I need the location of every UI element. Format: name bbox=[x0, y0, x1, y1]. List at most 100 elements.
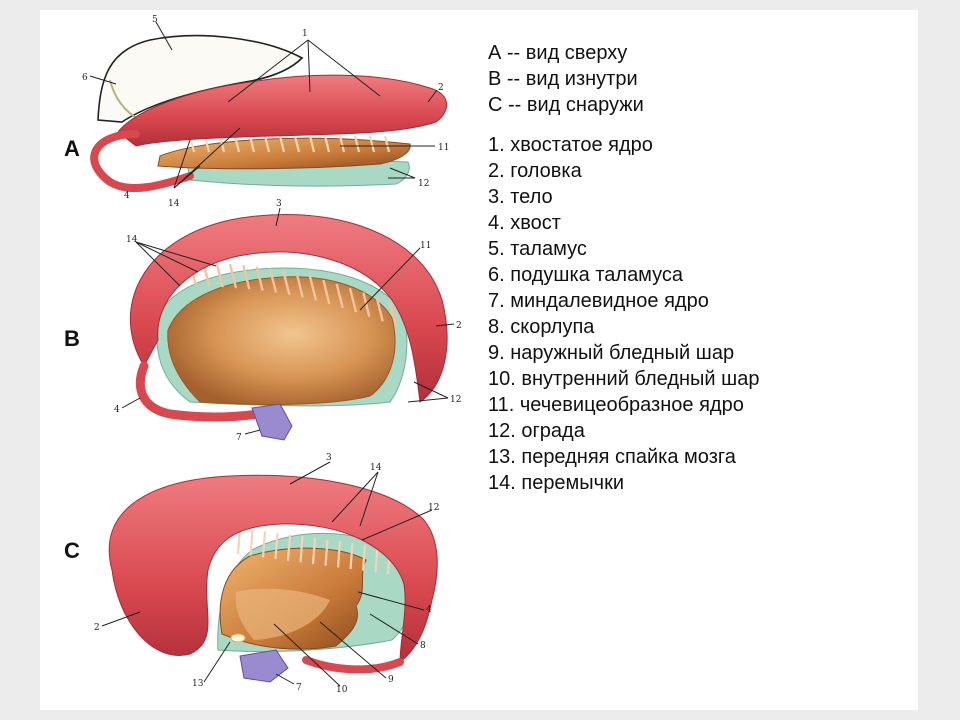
callout-b-2: 2 bbox=[456, 321, 462, 331]
callout-a-5: 5 bbox=[152, 15, 158, 25]
callout-c-8: 8 bbox=[420, 641, 426, 651]
structure-item: 5. таламус bbox=[488, 238, 587, 260]
bridge-strand bbox=[249, 529, 254, 556]
callout-c-14: 14 bbox=[370, 463, 382, 473]
legend: А -- вид сверху В -- вид изнутри С -- ви… bbox=[488, 40, 908, 496]
bridge-strand bbox=[336, 541, 342, 568]
callout-a-6: 6 bbox=[82, 73, 88, 83]
bridge-strand bbox=[311, 537, 317, 565]
callout-a-2: 2 bbox=[438, 83, 444, 93]
caudate-tail-c bbox=[302, 656, 404, 674]
callout-a-12: 12 bbox=[418, 179, 429, 189]
lentiform-b bbox=[167, 276, 396, 405]
callout-a-1: 1 bbox=[302, 29, 308, 39]
view-caption-b: В -- вид изнутри bbox=[488, 68, 638, 90]
callout-c-13: 13 bbox=[192, 679, 204, 689]
bridge-strand bbox=[278, 135, 286, 153]
legend-gap bbox=[488, 118, 908, 132]
bridge-strand bbox=[362, 292, 371, 317]
structure-list: 1. хвостатое ядро 2. головка 3. тело 4. хво… bbox=[488, 132, 908, 496]
bridge-strand bbox=[353, 135, 361, 153]
bridge-strand bbox=[228, 263, 238, 289]
bridge-strand bbox=[268, 268, 278, 293]
callout-c-9: 9 bbox=[388, 675, 394, 685]
caudate-c bbox=[108, 474, 438, 664]
pallidum-c bbox=[235, 588, 330, 640]
bridge-strand bbox=[335, 283, 344, 309]
basal-ganglia-illustration: 1 2 4 5 6 11 12 14 bbox=[82, 15, 462, 695]
bridge-strand bbox=[348, 287, 358, 313]
bridge-strand bbox=[263, 135, 271, 153]
structure-item: 1. хвостатое ядро bbox=[488, 134, 653, 156]
callout-b-12: 12 bbox=[450, 395, 461, 405]
callout-c-12: 12 bbox=[428, 503, 439, 513]
structure-item: 8. скорлупа bbox=[488, 316, 595, 338]
bridge-strand bbox=[308, 135, 316, 153]
structure-item: 14. перемычки bbox=[488, 472, 625, 494]
bridge-strand bbox=[375, 296, 384, 322]
callouts-a: 1 2 4 5 6 11 12 14 bbox=[82, 15, 449, 209]
structure-item: 6. подушка таламуса bbox=[488, 264, 684, 286]
slide: 1 2 4 5 6 11 12 14 bbox=[40, 10, 918, 710]
bridge-strand bbox=[295, 273, 304, 298]
bridge-strand bbox=[324, 539, 329, 566]
callout-c-3: 3 bbox=[326, 453, 332, 463]
bridge-strand bbox=[383, 135, 391, 153]
callouts-b: 3 14 11 2 12 4 7 bbox=[114, 199, 462, 443]
caudate-b bbox=[129, 214, 448, 403]
caudate-tail-b bbox=[136, 361, 263, 422]
callouts-c: 3 14 12 2 4 8 9 10 13 7 bbox=[94, 453, 439, 695]
callout-a-11: 11 bbox=[438, 143, 449, 153]
view-a-drawing: 1 2 4 5 6 11 12 14 bbox=[82, 15, 449, 209]
leader-lines-a bbox=[89, 21, 438, 189]
bridge-strand bbox=[233, 135, 241, 153]
structure-item: 12. ограда bbox=[488, 420, 585, 442]
view-caption-c: С -- вид снаружи bbox=[488, 94, 644, 116]
bridge-strand bbox=[293, 135, 301, 153]
bridge-strand bbox=[261, 531, 267, 558]
bridge-strand bbox=[274, 532, 279, 560]
callout-b-11: 11 bbox=[420, 241, 431, 251]
bridge-strand bbox=[282, 270, 291, 296]
bridge-strand bbox=[361, 544, 367, 571]
leader-lines-c bbox=[101, 461, 433, 687]
bridge-strand bbox=[255, 266, 264, 291]
amygdala-b bbox=[251, 403, 293, 441]
bridge-strand bbox=[322, 279, 331, 305]
bridge-strand bbox=[349, 542, 354, 570]
callout-c-10: 10 bbox=[336, 685, 348, 695]
caudate-body-a bbox=[117, 74, 447, 147]
structure-item: 4. хвост bbox=[488, 212, 561, 234]
structure-item: 3. тело bbox=[488, 186, 553, 208]
structure-item: 7. миндалевидное ядро bbox=[488, 290, 709, 312]
view-letter-b: B bbox=[64, 326, 80, 351]
anterior-commissure-c bbox=[230, 633, 246, 643]
view-c-drawing: 3 14 12 2 4 8 9 10 13 7 bbox=[94, 453, 439, 695]
caudate-tail-a bbox=[90, 130, 194, 192]
callout-b-3: 3 bbox=[276, 199, 282, 209]
callout-c-7: 7 bbox=[296, 683, 302, 693]
pulvinar-shading bbox=[109, 79, 137, 119]
bridge-strand bbox=[388, 301, 398, 327]
callout-a-14: 14 bbox=[168, 199, 180, 209]
bridge-strand bbox=[323, 135, 331, 153]
bridge-strand bbox=[286, 534, 292, 561]
callout-c-4: 4 bbox=[426, 605, 432, 615]
view-letter-a: A bbox=[64, 136, 80, 161]
bridge-strand bbox=[242, 264, 251, 290]
structure-item: 13. передняя спайка мозга bbox=[488, 446, 736, 468]
leader-lines-b bbox=[121, 207, 455, 435]
bridge-strand bbox=[338, 135, 346, 153]
structure-item: 2. головка bbox=[488, 160, 582, 182]
callout-b-7: 7 bbox=[236, 433, 242, 443]
bridge-strand bbox=[299, 536, 304, 563]
view-letter-c: C bbox=[64, 538, 80, 563]
bridge-strand bbox=[368, 135, 376, 153]
bridge-strand bbox=[374, 546, 379, 573]
structure-item: 10. внутренний бледный шар bbox=[488, 368, 760, 390]
view-b-drawing: 3 14 11 2 12 4 7 bbox=[114, 199, 462, 443]
callout-c-2: 2 bbox=[94, 623, 100, 633]
bridge-strand bbox=[215, 262, 224, 288]
bridge-strand bbox=[308, 276, 318, 301]
bridge-strand bbox=[248, 135, 256, 153]
